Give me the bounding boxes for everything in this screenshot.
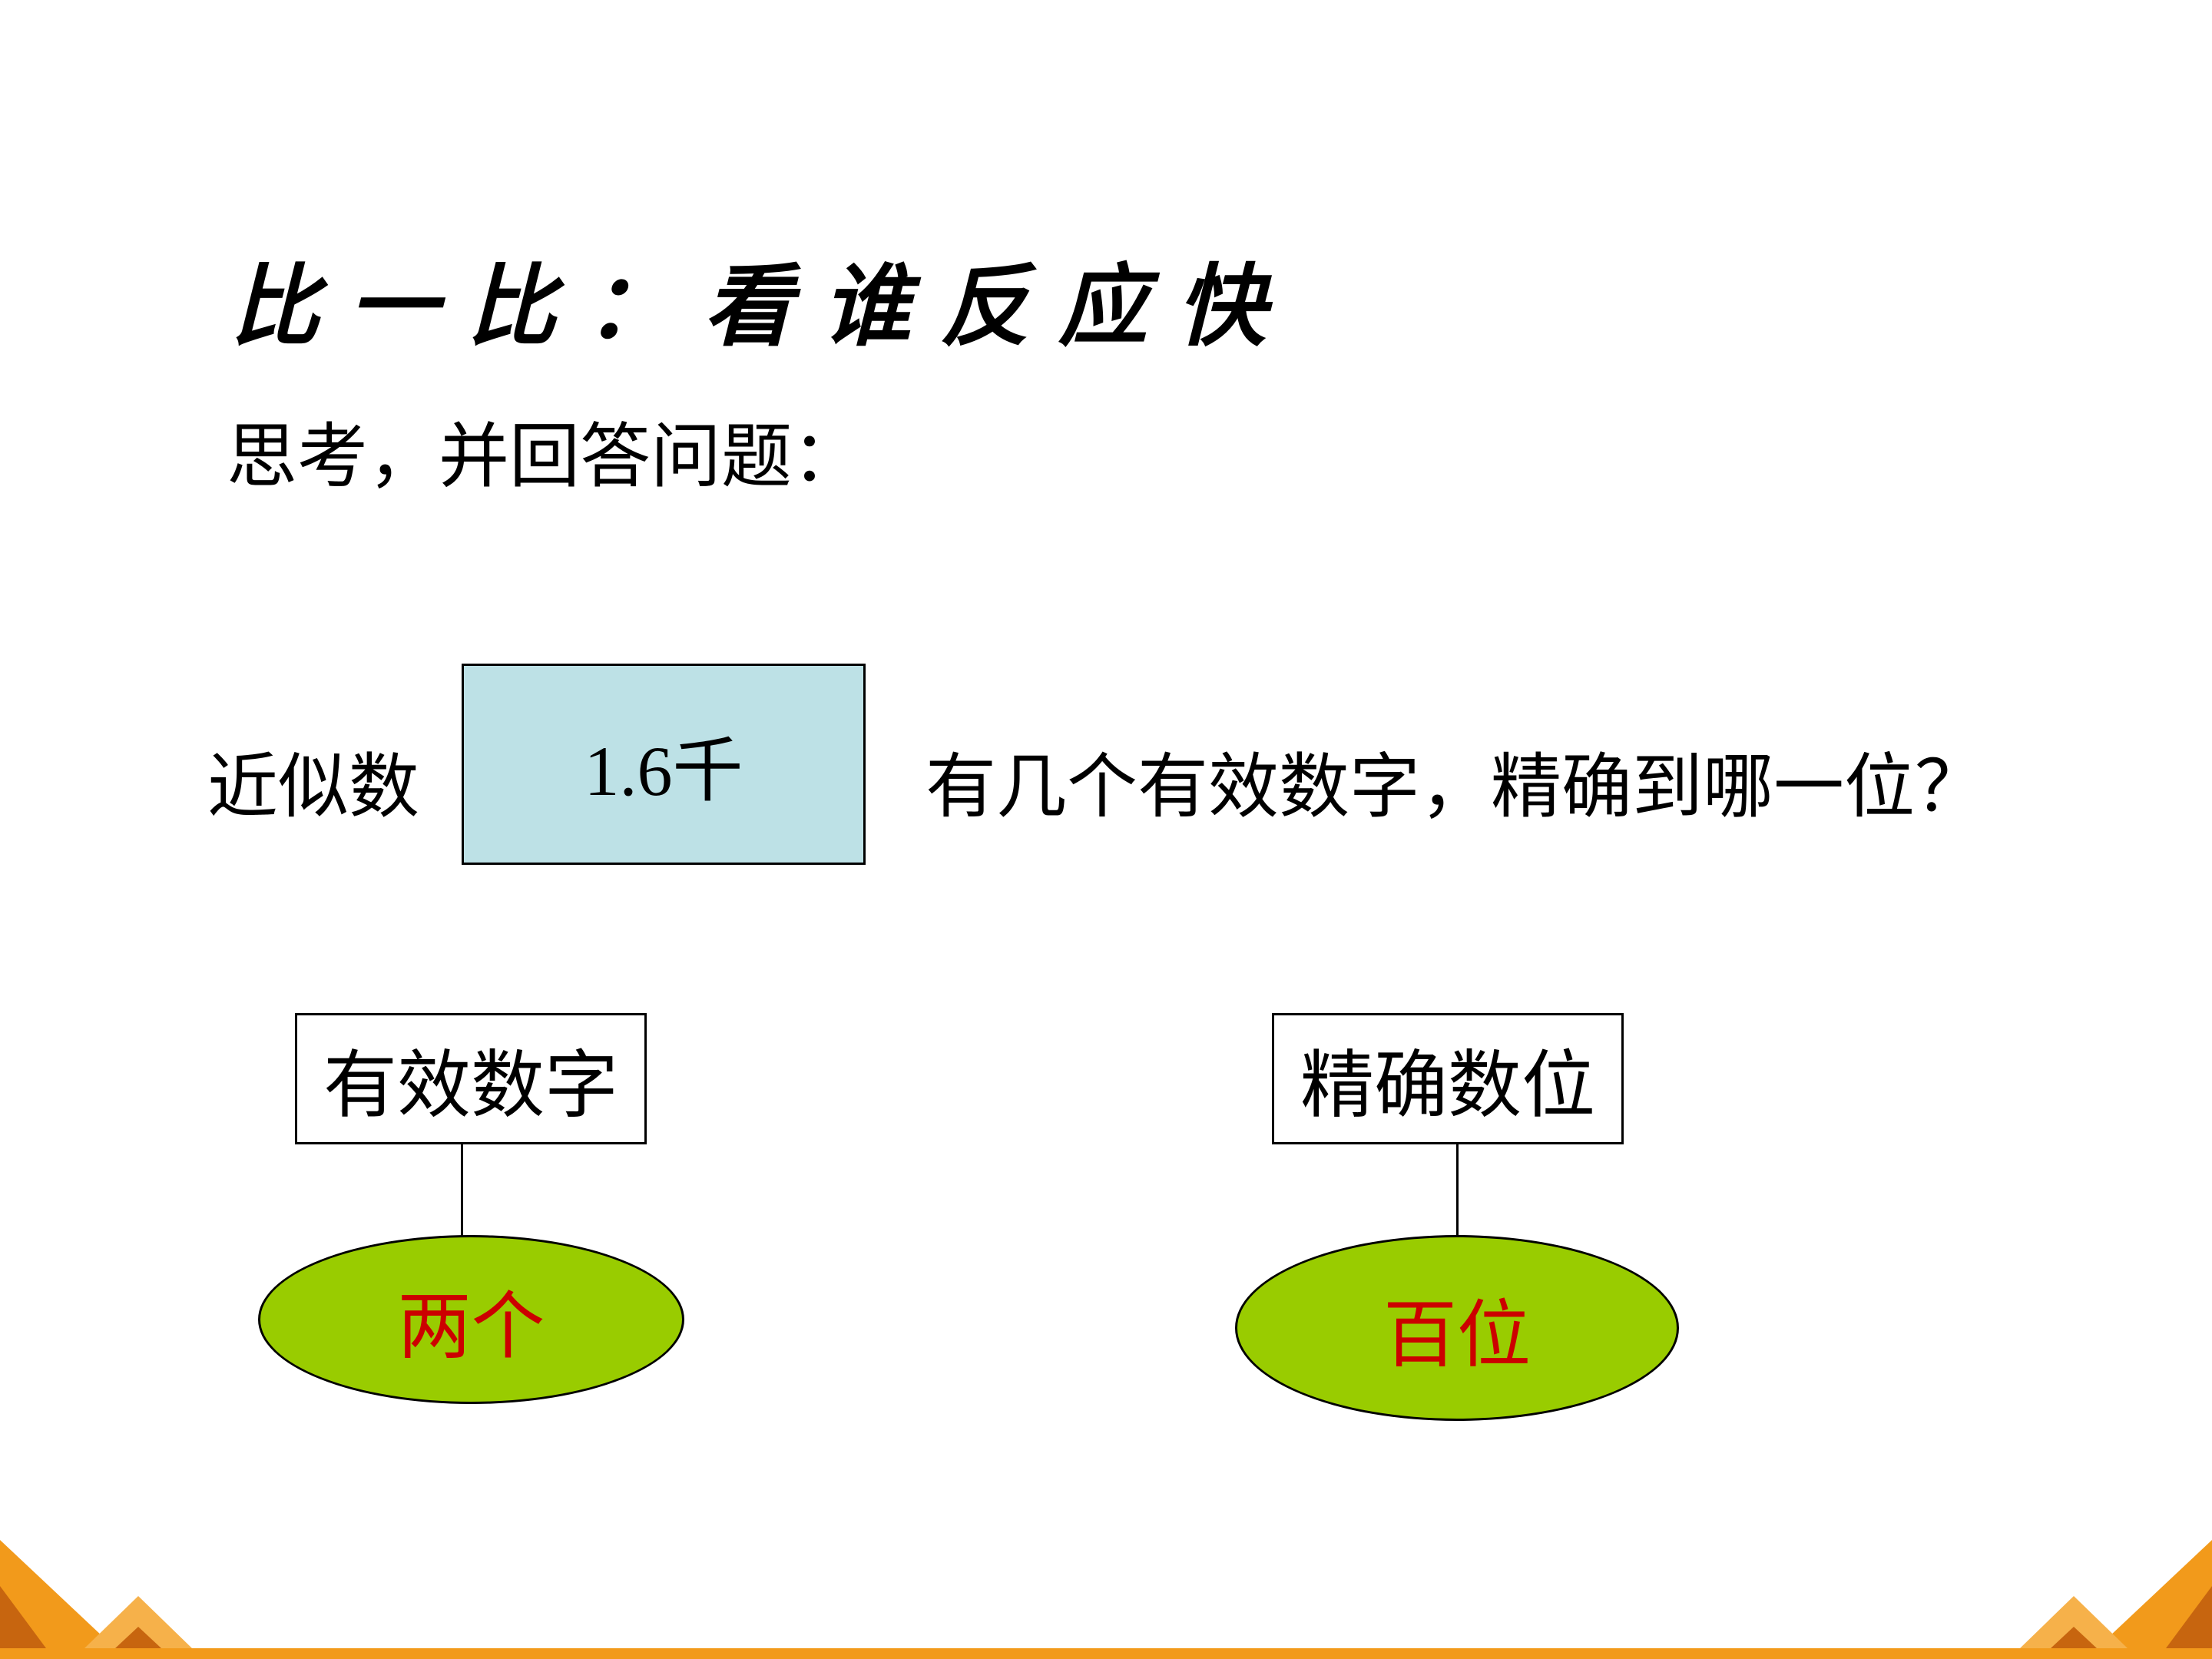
slide-title: 比一比：看谁反应快 bbox=[230, 254, 1295, 359]
sig-figs-box: 有效数字 bbox=[295, 1013, 647, 1144]
left-triangle-large bbox=[0, 1540, 115, 1648]
precision-answer: 百位 bbox=[1383, 1291, 1531, 1378]
right-triangle-large bbox=[2097, 1540, 2212, 1648]
question-text: 有几个有效数字，精确到哪一位？ bbox=[926, 746, 1986, 828]
left-triangle-shade bbox=[0, 1586, 46, 1648]
sig-figs-heading: 有效数字 bbox=[323, 1042, 618, 1128]
precision-answer-oval: 百位 bbox=[1235, 1235, 1679, 1421]
precision-box: 精确数位 bbox=[1272, 1013, 1624, 1144]
left-triangle-small-shade bbox=[115, 1627, 161, 1648]
approx-number-label: 近似数 bbox=[207, 746, 420, 828]
bottom-stripe bbox=[0, 1648, 2212, 1659]
precision-heading: 精确数位 bbox=[1300, 1042, 1595, 1128]
right-triangle-small bbox=[2020, 1596, 2128, 1648]
prompt-text: 思考，并回答问题： bbox=[227, 416, 863, 498]
right-triangle-shade bbox=[2166, 1586, 2212, 1648]
approx-value: 1.6千 bbox=[584, 731, 743, 810]
left-triangle-small bbox=[84, 1596, 192, 1648]
sig-figs-answer: 两个 bbox=[397, 1283, 545, 1369]
sig-figs-connector bbox=[461, 1144, 463, 1237]
sig-figs-answer-oval: 两个 bbox=[258, 1235, 684, 1404]
precision-connector bbox=[1456, 1144, 1459, 1237]
right-triangle-small-shade bbox=[2051, 1627, 2097, 1648]
approx-value-box: 1.6千 bbox=[462, 664, 866, 865]
